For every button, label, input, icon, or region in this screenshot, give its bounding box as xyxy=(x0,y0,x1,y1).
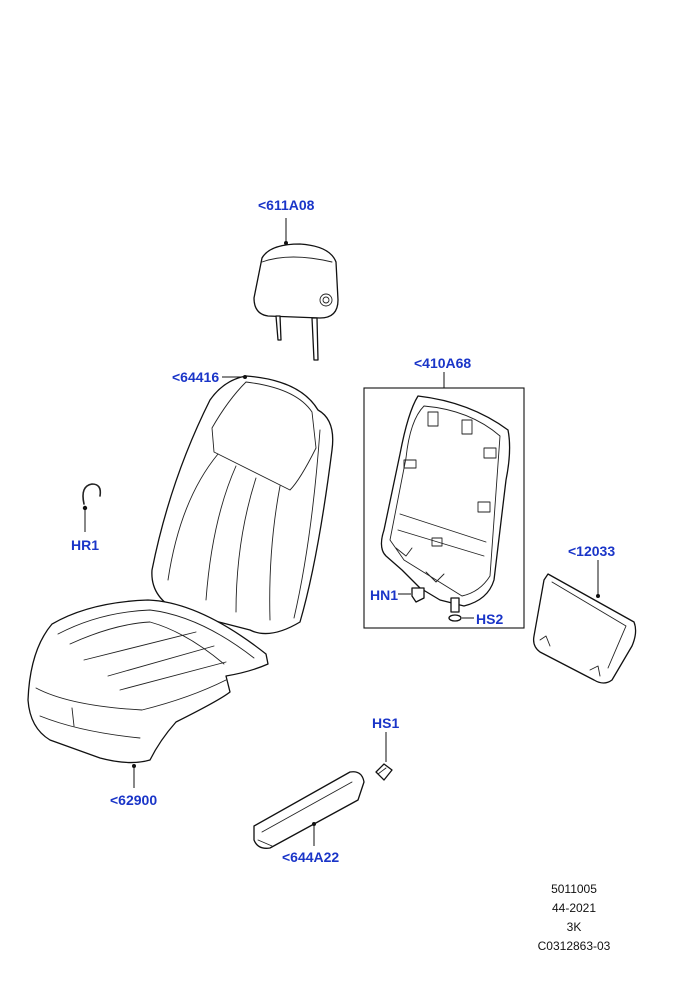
screw-hs2-callout[interactable]: HS2 xyxy=(476,611,503,627)
side-trim-part[interactable] xyxy=(253,771,365,849)
reference-info-block: 5011005 44-2021 3K C0312863-03 xyxy=(514,880,634,956)
screw-hs1-part[interactable] xyxy=(375,763,393,781)
headrest-callout[interactable]: <611A08 xyxy=(258,197,315,213)
headrest-part[interactable] xyxy=(253,243,339,361)
side-trim-callout[interactable]: <644A22 xyxy=(282,849,339,865)
backrest-panel-part[interactable] xyxy=(380,395,511,607)
clip-hr1-part[interactable] xyxy=(82,483,102,511)
illustration-id: C0312863-03 xyxy=(537,939,611,953)
trim-panel-part[interactable] xyxy=(532,573,637,684)
nut-hn1-callout[interactable]: HN1 xyxy=(370,587,398,603)
screw-hs2-part[interactable] xyxy=(448,597,462,622)
trim-panel-callout[interactable]: <12033 xyxy=(568,543,615,559)
reference-number: 5011005 xyxy=(551,882,597,896)
reference-date: 44-2021 xyxy=(551,901,597,915)
backrest-cover-part[interactable] xyxy=(151,375,334,635)
reference-code: 3K xyxy=(566,920,582,934)
nut-hn1-part[interactable] xyxy=(411,587,425,603)
screw-hs1-callout[interactable]: HS1 xyxy=(372,715,399,731)
backrest-panel-callout[interactable]: <410A68 xyxy=(414,355,471,371)
cushion-cover-callout[interactable]: <62900 xyxy=(110,792,157,808)
clip-hr1-callout[interactable]: HR1 xyxy=(71,537,99,553)
cushion-cover-part[interactable] xyxy=(27,599,269,764)
backrest-cover-callout[interactable]: <64416 xyxy=(172,369,219,385)
